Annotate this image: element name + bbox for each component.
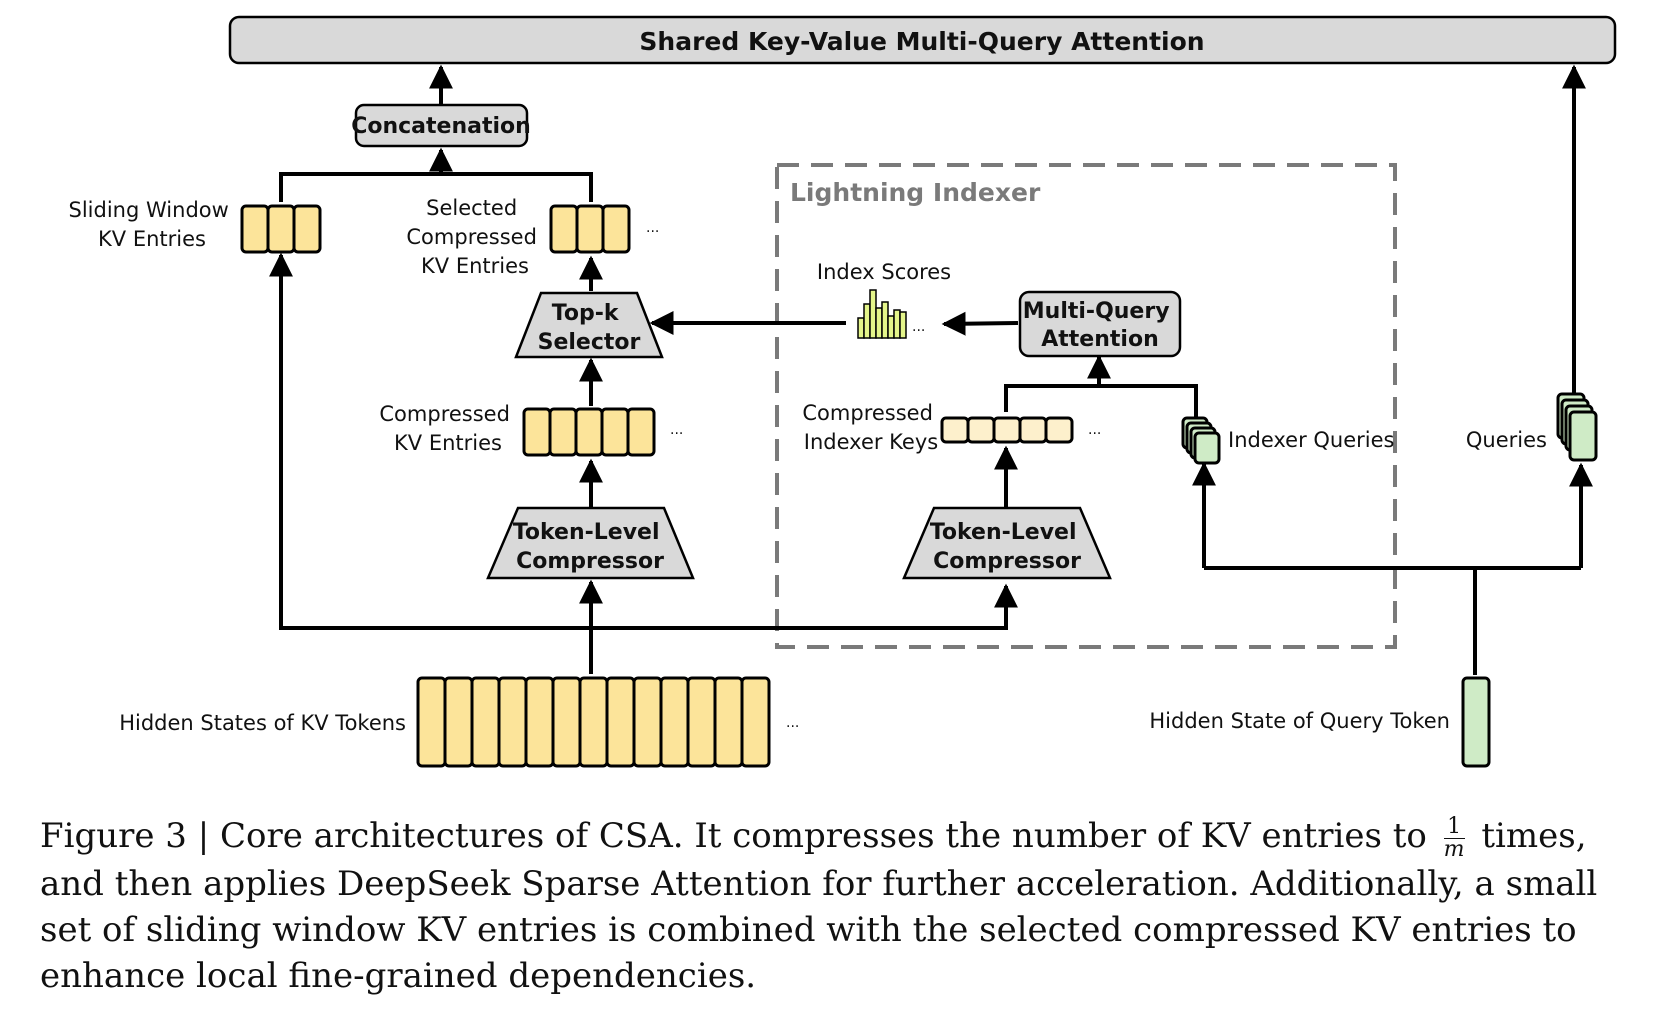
compressed-kv-cells — [522, 407, 656, 457]
hidden-query-token-cell — [1461, 676, 1491, 768]
caption-text-start: Figure 3 | Core architectures of CSA. It… — [40, 816, 1427, 856]
topk-selector-label: Top-k Selector — [538, 301, 641, 355]
shared-kv-mqa-box — [228, 15, 1617, 65]
lightning-indexer-label: Lightning Indexer — [790, 178, 1041, 207]
index-scores-ellipsis: ... — [912, 319, 925, 335]
csa-architecture-diagram: Lightning Indexer Shared Key-Value Multi… — [69, 15, 1617, 768]
hidden-kv-ellipsis: ... — [786, 715, 799, 731]
caption-text-end: times, and then applies DeepSeek Sparse … — [40, 816, 1598, 996]
concatenation-label: Concatenation — [351, 114, 531, 139]
compressed-kv-ellipsis: ... — [670, 422, 683, 438]
compressed-indexer-key-cells — [940, 416, 1074, 444]
queries-label: Queries — [1466, 428, 1547, 452]
indexer-compressor-label: Token-Level Compressor — [930, 520, 1084, 574]
connector-lines — [269, 64, 1593, 675]
indexer-queries-stack — [1181, 416, 1221, 465]
hidden-kv-label: Hidden States of KV Tokens — [119, 711, 406, 735]
hidden-query-label: Hidden State of Query Token — [1149, 709, 1450, 733]
selected-compressed-label: Selected Compressed KV Entries — [406, 196, 543, 278]
index-scores-label: Index Scores — [817, 260, 951, 284]
indexer-keys-ellipsis: ... — [1088, 422, 1101, 438]
caption-fraction: 1 m — [1443, 815, 1465, 862]
topk-selector-box — [514, 291, 664, 359]
selected-ellipsis: ... — [646, 220, 659, 236]
indexer-compressor-box — [902, 506, 1112, 580]
mqa-label: Multi-Query Attention — [1023, 299, 1177, 352]
hidden-kv-token-cells — [416, 676, 771, 768]
fraction-denominator: m — [1443, 836, 1465, 862]
shared-kv-mqa-title: Shared Key-Value Multi-Query Attention — [639, 27, 1204, 56]
compressed-indexer-keys-label: Compressed Indexer Keys — [802, 401, 939, 454]
selected-compressed-kv-cells — [549, 204, 631, 254]
lightning-indexer-region — [775, 163, 1397, 649]
queries-stack — [1556, 392, 1598, 462]
token-level-compressor-box — [486, 506, 695, 580]
index-scores-bars — [857, 289, 907, 339]
fraction-numerator: 1 — [1443, 815, 1465, 839]
sliding-window-kv-cells — [240, 204, 322, 254]
indexer-queries-label: Indexer Queries — [1228, 428, 1394, 452]
token-level-compressor-label: Token-Level Compressor — [513, 520, 667, 574]
mqa-box — [1018, 290, 1182, 358]
figure-caption: Figure 3 | Core architectures of CSA. It… — [40, 813, 1640, 999]
sliding-window-label: Sliding Window KV Entries — [69, 198, 236, 251]
compressed-kv-label: Compressed KV Entries — [379, 402, 516, 455]
